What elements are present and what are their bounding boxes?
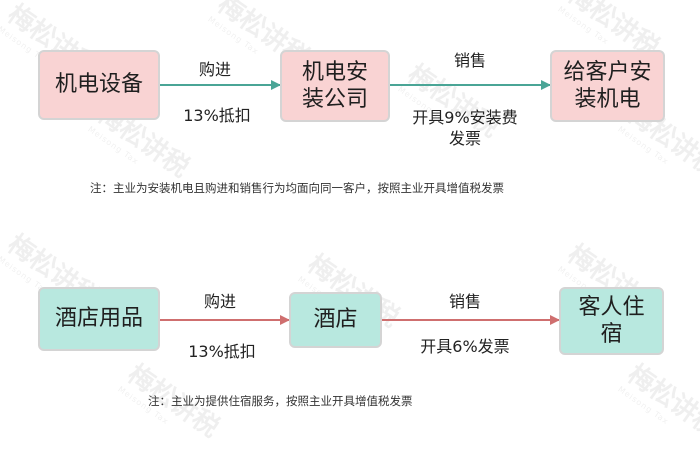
edge-label-purchase: 购进 (203, 292, 236, 311)
diagram-note: 注：主业为安装机电且购进和销售行为均面向同一客户，按照主业开具增值税发票 (90, 181, 504, 195)
edge-label-invoice: 开具6%发票 (420, 337, 510, 356)
diagram-note: 注：主业为提供住宿服务，按照主业开具增值税发票 (148, 394, 413, 408)
node-hotel: 酒店 (289, 292, 382, 348)
edge-label-sale: 销售 (453, 51, 486, 70)
edge-label-invoice: 开具9%安装费发票 (412, 108, 518, 148)
edge-label-purchase: 购进 (198, 60, 231, 79)
edge-label-deduction: 13%抵扣 (183, 106, 251, 125)
edge-label-sale: 销售 (448, 292, 481, 311)
node-mech-equipment: 机电设备 (38, 50, 160, 120)
node-guest-lodging: 客人住宿 (559, 287, 664, 355)
edge-label-deduction: 13%抵扣 (188, 342, 256, 361)
node-customer-installation: 给客户安装机电 (550, 50, 665, 122)
node-hotel-supplies: 酒店用品 (38, 287, 160, 351)
node-installation-company: 机电安装公司 (280, 50, 390, 122)
